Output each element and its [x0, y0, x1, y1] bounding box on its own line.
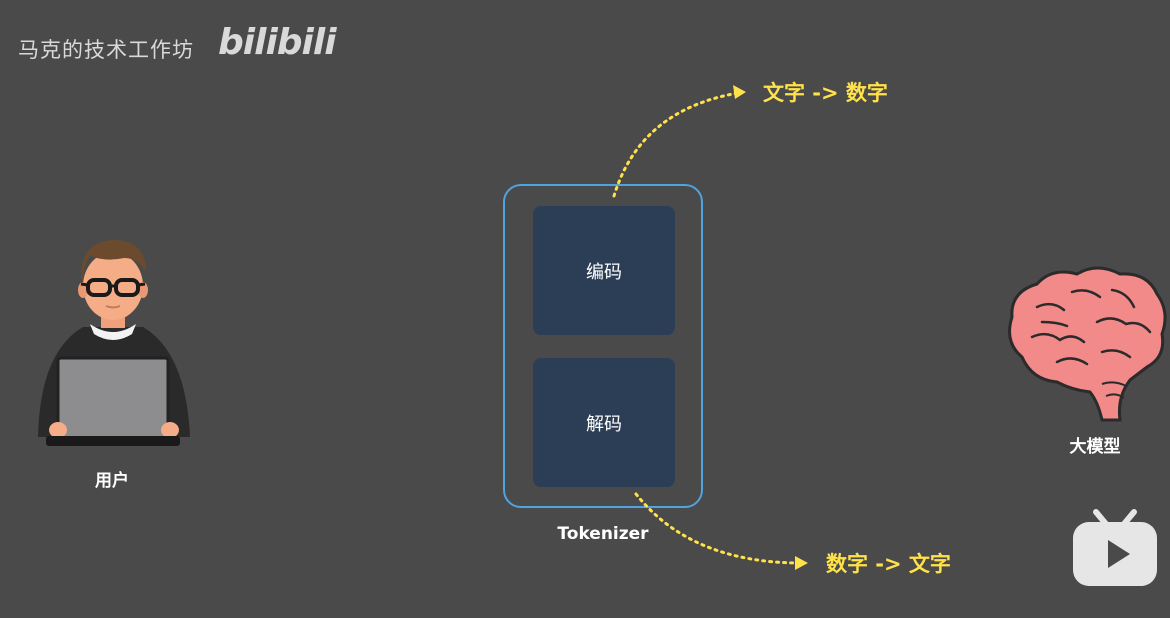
decode-box: 解码 — [533, 358, 675, 487]
decode-result-text: 数字 -> 文字 — [826, 552, 951, 576]
brain-icon — [1008, 266, 1167, 422]
user-illustration — [38, 240, 190, 446]
encode-arrow — [612, 91, 740, 198]
encode-result-text: 文字 -> 数字 — [763, 81, 888, 105]
tokenizer-outline — [503, 184, 703, 508]
decode-arrowhead — [795, 556, 808, 570]
decode-arrow — [634, 492, 800, 565]
bilibili-logo: bilibili — [218, 22, 337, 63]
encode-box: 编码 — [533, 206, 675, 335]
decode-label: 解码 — [586, 413, 622, 435]
bilibili-tv-icon — [1073, 509, 1157, 586]
encode-label: 编码 — [586, 261, 622, 283]
model-label: 大模型 — [1069, 437, 1121, 457]
channel-watermark: 马克的技术工作坊 — [18, 38, 194, 62]
user-label: 用户 — [95, 471, 129, 491]
encode-arrowhead — [733, 85, 746, 99]
tokenizer-label: Tokenizer — [557, 524, 649, 544]
